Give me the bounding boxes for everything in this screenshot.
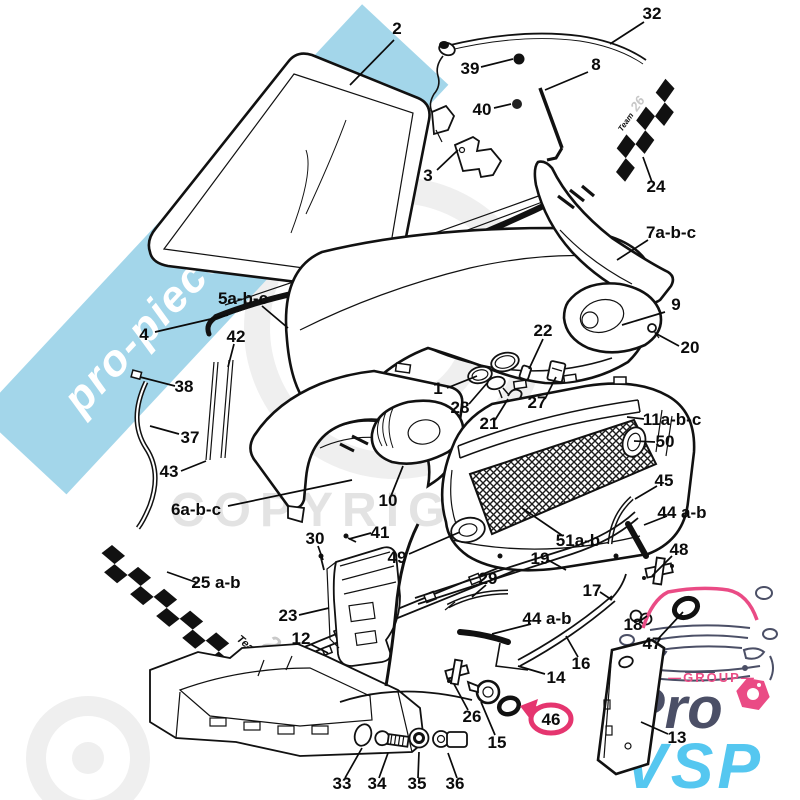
small-clips-drawing (486, 360, 567, 407)
emblem-drawing (467, 365, 493, 385)
part-label-14: 14 (547, 668, 566, 687)
part-label-7: 7a-b-c (646, 223, 696, 242)
highlight-callout-46: 46 (520, 699, 574, 736)
part-label-12: 12 (292, 629, 311, 648)
part-label-3: 3 (423, 166, 432, 185)
part-label-38: 38 (175, 377, 194, 396)
part-label-24: 24 (647, 177, 666, 196)
part-label-23: 23 (279, 606, 298, 625)
part-label-50: 50 (656, 432, 675, 451)
part-label-2: 2 (392, 19, 401, 38)
headlight-drawing (562, 282, 663, 354)
part-label-1: 1 (433, 379, 442, 398)
part-label-26: 26 (463, 707, 482, 726)
part-label-44a: 44 a-b (657, 503, 706, 522)
decal-24-drawing: 26 Team (616, 78, 675, 182)
part-label-10: 10 (379, 491, 398, 510)
part-label-29: 29 (479, 569, 498, 588)
part-label-8: 8 (591, 55, 600, 74)
part-label-33: 33 (333, 774, 352, 793)
part-label-30: 30 (306, 529, 325, 548)
windshield-drawing (147, 52, 431, 294)
part-label-39: 39 (461, 59, 480, 78)
panel-13-drawing (596, 638, 666, 776)
part-label-32: 32 (643, 4, 662, 23)
part-label-36: 36 (446, 774, 465, 793)
decal24-team: Team (616, 111, 635, 133)
part-label-4: 4 (139, 325, 149, 344)
leader-lines (139, 21, 684, 779)
floor-pan-drawing (149, 643, 425, 757)
part-label-46: 46 (542, 710, 561, 729)
left-strips-drawing (130, 359, 234, 530)
part-label-6: 6a-b-c (171, 500, 221, 519)
part-label-21: 21 (480, 414, 499, 433)
part-label-41: 41 (371, 523, 390, 542)
part-labels: 1 2 3 4 5a-b-c 6a-b-c 7a-b-c 8 9 10 11a-… (139, 4, 706, 793)
part-label-9: 9 (671, 295, 680, 314)
bottom-parts-drawing (384, 523, 522, 717)
part-label-35: 35 (408, 774, 427, 793)
part-label-42: 42 (227, 327, 246, 346)
part-label-28: 28 (451, 398, 470, 417)
part-label-18: 18 (624, 615, 643, 634)
part-label-13: 13 (668, 728, 687, 747)
part-label-47: 47 (643, 634, 662, 653)
logo-nut-icon (736, 678, 770, 710)
part-label-43: 43 (160, 462, 179, 481)
part-label-40: 40 (473, 100, 492, 119)
part-label-25: 25 a-b (191, 573, 240, 592)
bottom-strips-drawing (414, 511, 639, 671)
part-label-44b: 44 a-b (522, 609, 571, 628)
part-label-16: 16 (572, 654, 591, 673)
part-label-5: 5a-b-c (218, 289, 268, 308)
part-label-37: 37 (181, 428, 200, 447)
part-label-11: 11a-b-c (643, 410, 702, 429)
part-label-45: 45 (655, 471, 674, 490)
part-label-19: 19 (531, 549, 550, 568)
part-label-22: 22 (534, 321, 553, 340)
logo-group-label: —GROUP— (668, 670, 756, 685)
part-label-34: 34 (368, 774, 387, 793)
part-label-48: 48 (670, 540, 689, 559)
part-label-20: 20 (681, 338, 700, 357)
part-label-27: 27 (528, 393, 547, 412)
part-label-51: 51a-b (556, 531, 600, 550)
part-label-49: 49 (388, 548, 407, 567)
fasteners-drawing (339, 690, 473, 749)
antenna-drawing (429, 32, 647, 179)
part-label-17: 17 (583, 581, 602, 600)
part-label-15: 15 (488, 733, 507, 752)
